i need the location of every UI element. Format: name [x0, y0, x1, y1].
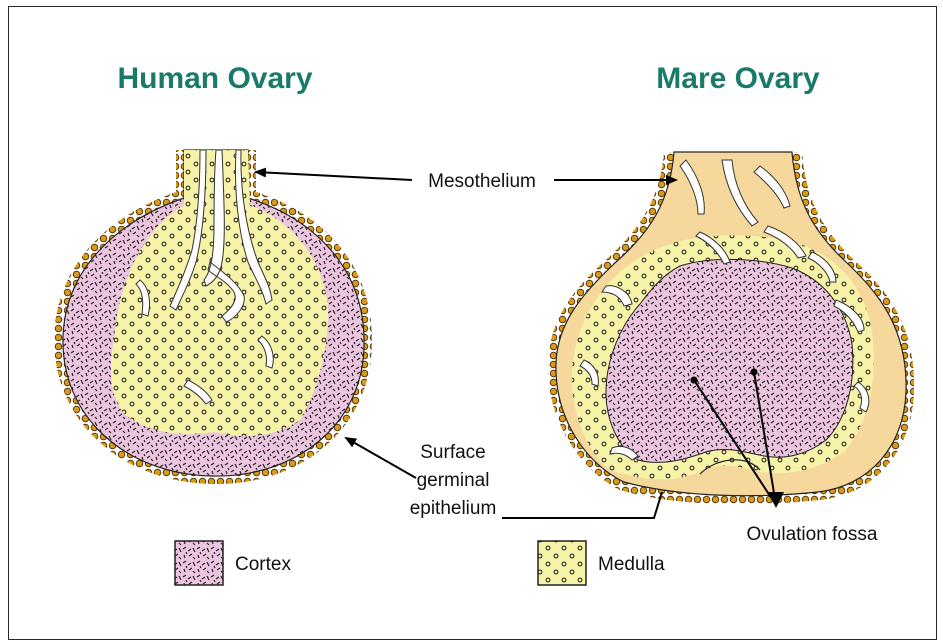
human-ovary-title: Human Ovary	[117, 62, 312, 95]
legend-cortex-label: Cortex	[235, 554, 291, 575]
surface-label-line-3: epithelium	[410, 498, 497, 519]
human-ovary	[54, 150, 372, 484]
legend-medulla-label: Medulla	[598, 554, 665, 575]
surface-label-line-2: germinal	[417, 470, 490, 491]
surface-arrow-human	[346, 438, 416, 478]
legend-cortex-swatch	[175, 541, 223, 585]
mare-ovary	[548, 152, 914, 504]
surface-label-line-1: Surface	[420, 442, 485, 463]
mare-ovary-title: Mare Ovary	[656, 62, 820, 95]
legend-medulla-swatch	[538, 541, 586, 585]
mesothelium-arrow-left	[256, 172, 412, 180]
ovulation-fossa-label: Ovulation fossa	[747, 524, 878, 545]
surface-line-mare	[502, 492, 662, 518]
fossa-dot-left	[691, 377, 698, 384]
fossa-dot-right	[751, 369, 758, 376]
mesothelium-label: Mesothelium	[428, 171, 536, 192]
